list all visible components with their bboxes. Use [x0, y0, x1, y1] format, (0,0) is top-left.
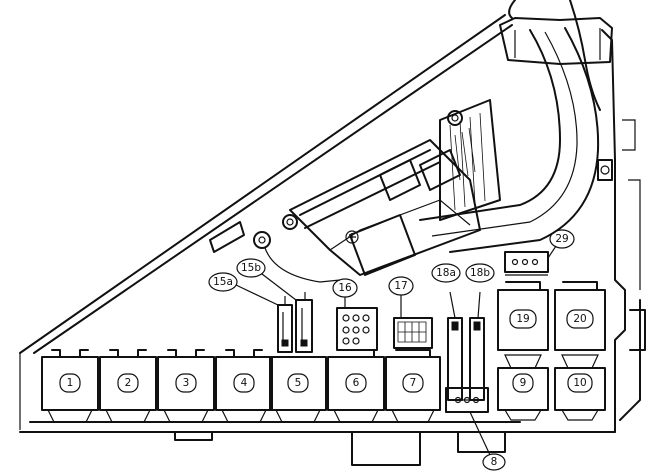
fuse-8-leader	[469, 411, 491, 456]
svg-text:18b: 18b	[470, 267, 490, 279]
fuse-15a	[277, 304, 293, 353]
svg-text:8: 8	[491, 456, 498, 468]
svg-text:9: 9	[520, 377, 527, 389]
svg-text:19: 19	[516, 313, 529, 325]
fuse-18b	[469, 317, 485, 401]
svg-text:7: 7	[410, 377, 417, 389]
label-4: 4	[233, 373, 255, 393]
label-20: 20	[566, 309, 594, 329]
connector-17	[393, 317, 433, 349]
callout-16: 16	[332, 278, 358, 298]
svg-text:10: 10	[573, 377, 586, 389]
fuse-slot-1	[41, 349, 99, 423]
fuse-slot-6	[327, 349, 385, 423]
svg-text:29: 29	[555, 233, 568, 245]
relay-module	[209, 110, 481, 283]
callout-18b: 18b	[465, 263, 495, 283]
svg-text:1: 1	[67, 377, 74, 389]
svg-text:20: 20	[573, 313, 586, 325]
fuse-18b-leader	[477, 291, 481, 319]
fuse-18a-leader	[449, 291, 456, 319]
callout-18a: 18a	[431, 263, 461, 283]
fuse-slot-3	[157, 349, 215, 423]
label-1: 1	[59, 373, 81, 393]
connector-16	[336, 307, 378, 351]
label-7: 7	[402, 373, 424, 393]
relay-20	[554, 281, 606, 369]
label-10: 10	[567, 373, 593, 393]
cable-harness	[419, 0, 613, 253]
fuse-slot-2	[99, 349, 157, 423]
svg-text:17: 17	[394, 280, 407, 292]
fuse-slot-7	[385, 349, 441, 423]
svg-text:18a: 18a	[436, 267, 456, 279]
svg-text:5: 5	[295, 377, 302, 389]
relay-19	[497, 281, 549, 369]
fuse-29-leader	[547, 245, 557, 259]
fuse-box-housing	[19, 14, 646, 466]
label-3: 3	[175, 373, 197, 393]
svg-text:2: 2	[125, 377, 132, 389]
callout-17: 17	[388, 276, 414, 296]
svg-text:16: 16	[338, 282, 352, 294]
fuse-15b	[295, 299, 313, 353]
svg-text:6: 6	[353, 377, 360, 389]
svg-text:15a: 15a	[213, 276, 233, 288]
relay-9	[497, 367, 549, 421]
callout-15a: 15a	[208, 272, 279, 306]
svg-text:3: 3	[183, 377, 190, 389]
svg-text:4: 4	[241, 377, 248, 389]
label-2: 2	[117, 373, 139, 393]
label-9: 9	[512, 373, 534, 393]
callout-29: 29	[549, 229, 575, 249]
fuse-8	[445, 387, 489, 413]
label-19: 19	[509, 309, 537, 329]
label-5: 5	[287, 373, 309, 393]
callout-15b: 15b	[236, 258, 297, 301]
fuse-slot-5	[269, 356, 327, 423]
label-6: 6	[345, 373, 367, 393]
fuse-29	[504, 251, 549, 276]
relay-10	[554, 367, 606, 421]
svg-text:15b: 15b	[241, 262, 261, 274]
callout-8: 8	[482, 453, 506, 471]
